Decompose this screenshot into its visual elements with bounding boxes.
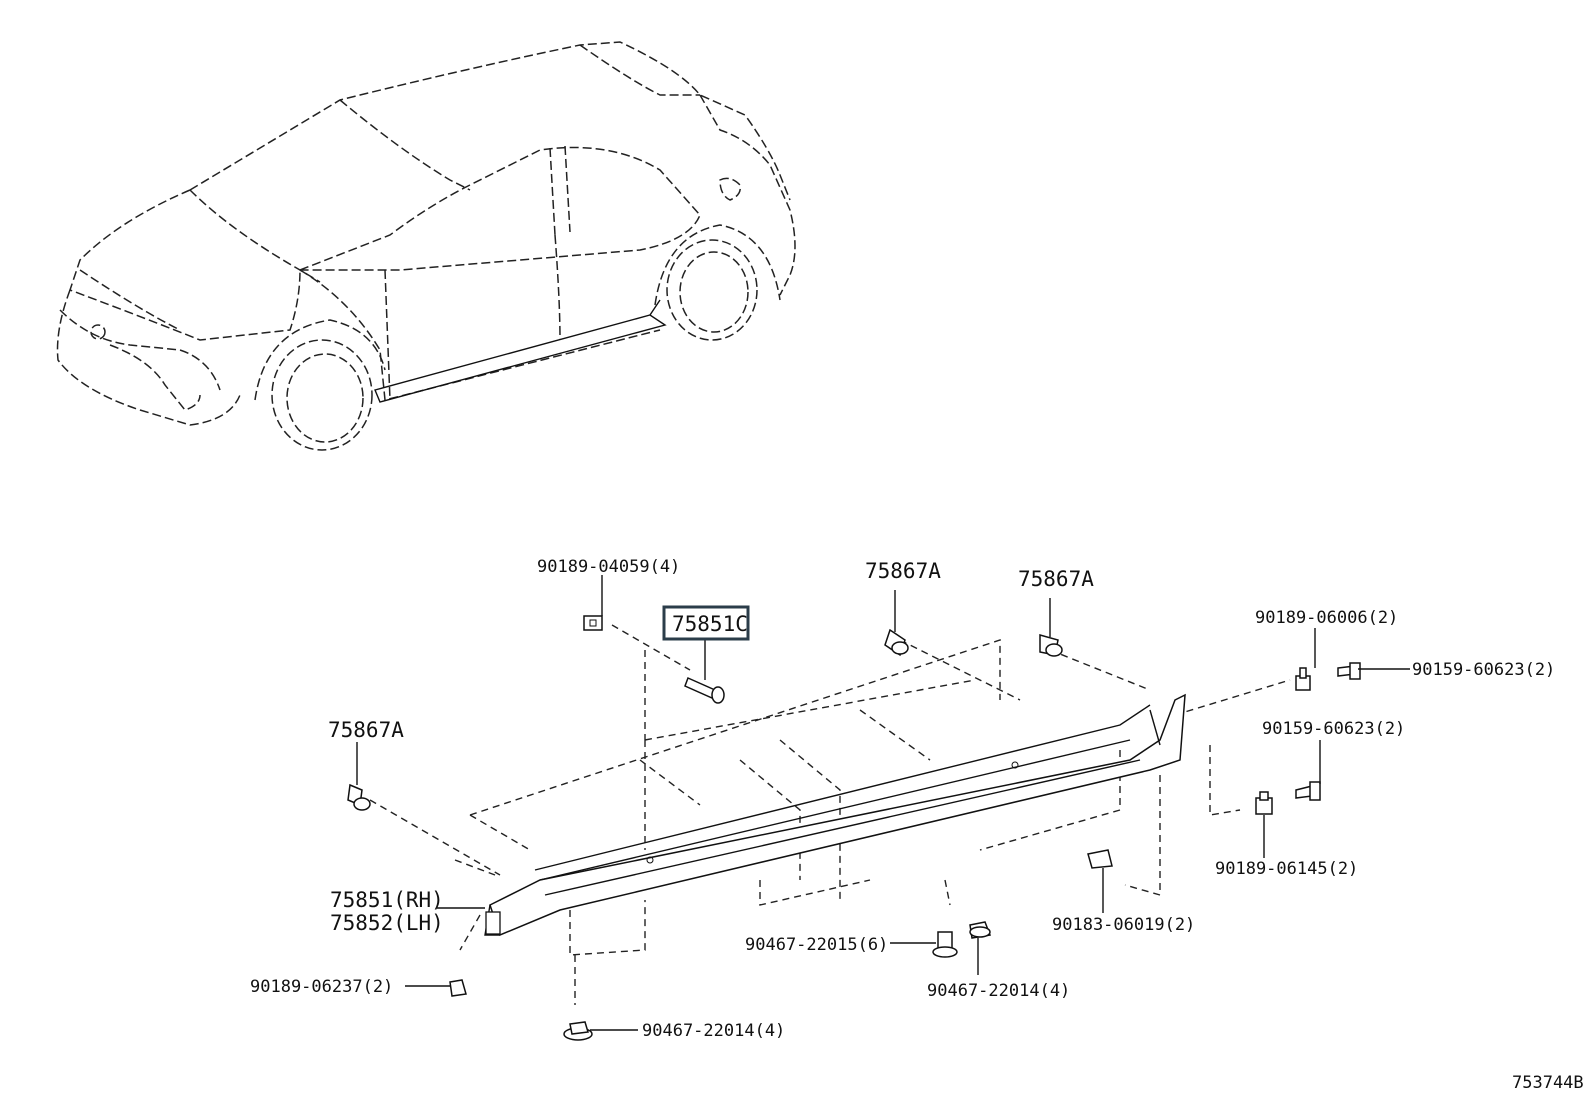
highlight-box [662, 605, 750, 641]
diagram-id-code: 753744B [1512, 1073, 1584, 1093]
clip-icon [969, 921, 992, 939]
rocker-panel-moulding [484, 693, 1186, 937]
part-number-label[interactable]: 90189-04059(4) [537, 557, 680, 577]
clip-icon [449, 979, 467, 997]
part-number-label[interactable]: 90189-06006(2) [1255, 608, 1398, 628]
part-number-label[interactable]: 75867A [328, 718, 404, 742]
nut-icon [1295, 667, 1311, 691]
car-illustration [56, 41, 796, 451]
clip-icon [884, 628, 909, 657]
bolt-icon [1337, 662, 1361, 680]
callout-labels: 90189-04059(4) 75851C 75867A 75867A 9018… [250, 557, 1584, 1093]
part-number-label[interactable]: 90189-06237(2) [250, 977, 393, 997]
guide-lines [369, 624, 1291, 1005]
clip-icon [563, 1021, 593, 1041]
clip-icon [347, 783, 371, 811]
part-number-label[interactable]: 75867A [865, 559, 941, 583]
clip-icon [932, 931, 958, 958]
leader-lines [356, 575, 1410, 1031]
part-number-label[interactable]: 75851(RH) [330, 888, 444, 912]
part-number-label[interactable]: 90467-22014(4) [642, 1021, 785, 1041]
part-number-label[interactable]: 90189-06145(2) [1215, 859, 1358, 879]
part-number-label[interactable]: 90183-06019(2) [1052, 915, 1195, 935]
part-number-label-highlighted[interactable]: 75851C [672, 612, 748, 636]
part-number-label[interactable]: 75867A [1018, 567, 1094, 591]
clip-icon [583, 615, 603, 631]
part-number-label[interactable]: 75852(LH) [330, 911, 444, 935]
clip-icon [1039, 634, 1063, 657]
clip-nut-icon [1087, 849, 1113, 869]
part-number-label[interactable]: 90159-60623(2) [1262, 719, 1405, 739]
part-number-label[interactable]: 90467-22015(6) [745, 935, 888, 955]
bolt-icon [1295, 781, 1321, 801]
nut-icon [1255, 791, 1273, 815]
part-number-label[interactable]: 90159-60623(2) [1412, 660, 1555, 680]
screw-icon [684, 676, 725, 704]
part-number-label[interactable]: 90467-22014(4) [927, 981, 1070, 1001]
